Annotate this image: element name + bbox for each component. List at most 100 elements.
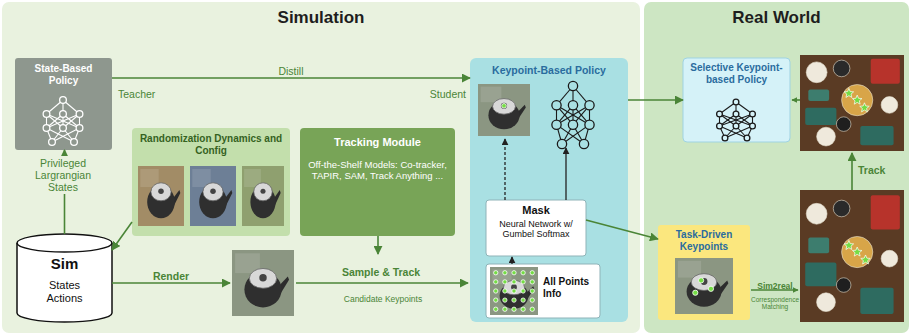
panel-title: Real World — [644, 8, 909, 28]
keypoint-dot — [698, 278, 703, 283]
network-unit — [552, 120, 561, 129]
label-slot: Teacher — [118, 84, 188, 102]
flow-arrow — [504, 139, 505, 200]
scene-object — [808, 238, 829, 254]
network-unit — [71, 139, 78, 146]
kettle-knob — [260, 189, 265, 194]
keypoint-dot — [693, 290, 698, 295]
text-slot: Real World — [644, 8, 909, 28]
network-icon — [552, 81, 594, 148]
real-photo — [800, 55, 904, 151]
flow-arrow — [112, 282, 230, 284]
scene-object — [836, 278, 851, 293]
keypoint-dot — [503, 307, 507, 311]
keypoint-dot — [521, 298, 525, 302]
box-title: Selective Keypoint-based Policy — [686, 62, 787, 85]
box-fill — [470, 58, 628, 322]
kettle-lid — [249, 268, 276, 288]
scene-object — [860, 126, 893, 145]
text-slot: Selective Keypoint-based Policy — [686, 62, 787, 85]
text-slot: States Actions — [37, 279, 92, 304]
flow-arrow — [792, 99, 800, 101]
scene-object — [836, 117, 851, 132]
box-shape — [470, 58, 628, 322]
keypoint-dot — [494, 289, 498, 293]
flow-arrow — [511, 257, 512, 264]
label-slot: Candidate Keypoints — [316, 288, 450, 306]
keypoint-star — [861, 255, 871, 264]
render-image — [232, 250, 294, 316]
network-unit — [750, 123, 756, 129]
keypoint-dot — [530, 307, 534, 311]
network-unit — [733, 123, 739, 129]
box-shape — [658, 225, 750, 320]
label-slot: Render — [136, 266, 206, 284]
box-fill — [683, 58, 790, 142]
network-unit — [733, 99, 739, 105]
keypoint-dot — [494, 307, 498, 311]
box-body: Neural Network w/ Gumbel Softmax — [489, 219, 583, 240]
keypoint-dot — [503, 271, 507, 275]
keypoint-dot — [521, 289, 525, 293]
network-unit — [60, 97, 67, 104]
network-icon — [43, 97, 83, 146]
box-title: All Points Info — [543, 276, 598, 299]
keypoint-dot — [512, 289, 516, 293]
network-unit — [585, 101, 594, 110]
image-ground — [478, 84, 530, 136]
label-slot: Student — [396, 84, 466, 102]
module-box: Tracking ModuleOff-the-Shelf Models: Co-… — [300, 128, 455, 236]
keypoints-box: Task-Driven Keypoints — [658, 225, 750, 320]
network-unit — [579, 139, 588, 148]
box-fill — [17, 234, 112, 322]
label-slot: Sim2real — [751, 275, 799, 293]
keypoint-dot — [708, 286, 713, 291]
flow-connector — [112, 222, 132, 250]
keypoint-star — [844, 88, 854, 97]
box-title: Keypoint-Based Policy — [474, 64, 624, 76]
keypoint-star — [852, 247, 862, 256]
table-top — [800, 190, 904, 322]
box-fill — [486, 200, 586, 256]
text-slot: Randomization Dynamics and Config — [138, 133, 284, 156]
network-unit — [557, 139, 566, 148]
flow-label: Sim2real — [757, 282, 792, 292]
label-slot: Sample & Track — [306, 262, 456, 280]
image-ground — [242, 166, 284, 226]
network-unit — [568, 101, 577, 110]
network-unit — [717, 123, 723, 129]
keypoint-dot — [530, 298, 534, 302]
info-box: All Points Info — [486, 264, 600, 318]
kettle-lid — [691, 274, 717, 291]
flow-connector — [586, 220, 658, 239]
network-unit — [43, 111, 50, 118]
keypoint-star — [860, 103, 870, 112]
keypoint-dot — [521, 280, 525, 284]
image-ground — [138, 166, 184, 226]
flow-label: Privileged Largrangian States — [21, 156, 105, 194]
box-fill — [2, 2, 640, 333]
box-fill — [300, 128, 455, 236]
real-photo — [800, 190, 904, 322]
kettle-lid — [503, 280, 524, 294]
scene-object — [805, 263, 836, 287]
scene-object — [881, 97, 898, 114]
policy-box: Selective Keypoint-based Policy — [683, 58, 790, 142]
render-image — [490, 267, 538, 315]
flow-arrow — [296, 282, 468, 284]
keypoint-dot — [494, 298, 498, 302]
illustration-group — [43, 55, 904, 322]
label-slot: Track — [858, 160, 902, 178]
keypoint-dot — [503, 298, 507, 302]
flow-label: Sample & Track — [342, 266, 420, 278]
box-title: State-Based Policy — [19, 63, 108, 86]
text-slot: Task-Driven Keypoints — [661, 229, 747, 252]
flow-arrow — [851, 153, 853, 190]
mask-box: MaskNeural Network w/ Gumbel Softmax — [486, 200, 586, 256]
flow-label: Render — [153, 270, 189, 282]
kettle-knob — [210, 188, 216, 194]
box-fill — [132, 128, 290, 236]
network-icon — [717, 99, 756, 141]
